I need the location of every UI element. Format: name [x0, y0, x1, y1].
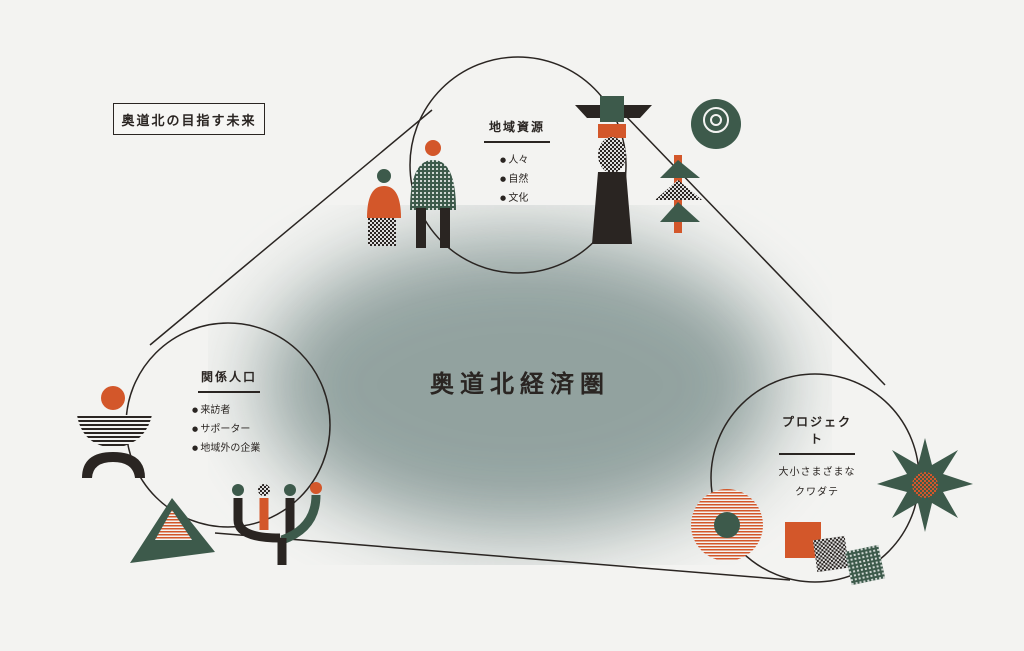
triangle-icon — [130, 498, 215, 563]
future-title-box: 奥道北の目指す未来 — [113, 103, 265, 135]
economy-blob — [260, 235, 780, 535]
list-item: 文化 — [500, 189, 550, 208]
bowl-figure-icon — [77, 386, 152, 478]
stick-figures-icon — [232, 482, 322, 565]
list-item: 地域外の企業 — [192, 439, 260, 458]
list-item: サポーター — [192, 420, 260, 439]
project-shapes-icon — [691, 489, 886, 586]
project-heading: プロジェクト — [779, 413, 855, 455]
project-line: クワダテ — [795, 487, 839, 498]
star-icon — [877, 438, 973, 532]
resources-list: 人々 自然 文化 — [484, 151, 550, 208]
economy-title: 奥道北経済圏 — [430, 370, 610, 398]
project-line: 大小さまざまな — [778, 467, 856, 478]
section-resources: 地域資源 人々 自然 文化 — [484, 118, 550, 208]
section-population: 関係人口 来訪者 サポーター 地域外の企業 — [198, 368, 260, 458]
section-project: プロジェクト 大小さまざまな クワダテ — [779, 413, 855, 503]
population-heading: 関係人口 — [198, 368, 260, 393]
population-list: 来訪者 サポーター 地域外の企業 — [192, 401, 260, 458]
project-text: 大小さまざまな クワダテ — [773, 463, 861, 503]
totem-icon — [575, 96, 652, 244]
list-item: 人々 — [500, 151, 550, 170]
list-item: 来訪者 — [192, 401, 260, 420]
list-item: 自然 — [500, 170, 550, 189]
spiral-icon — [691, 99, 741, 149]
resources-heading: 地域資源 — [484, 118, 550, 143]
people-icon — [367, 140, 456, 248]
tree-icon — [655, 155, 702, 233]
